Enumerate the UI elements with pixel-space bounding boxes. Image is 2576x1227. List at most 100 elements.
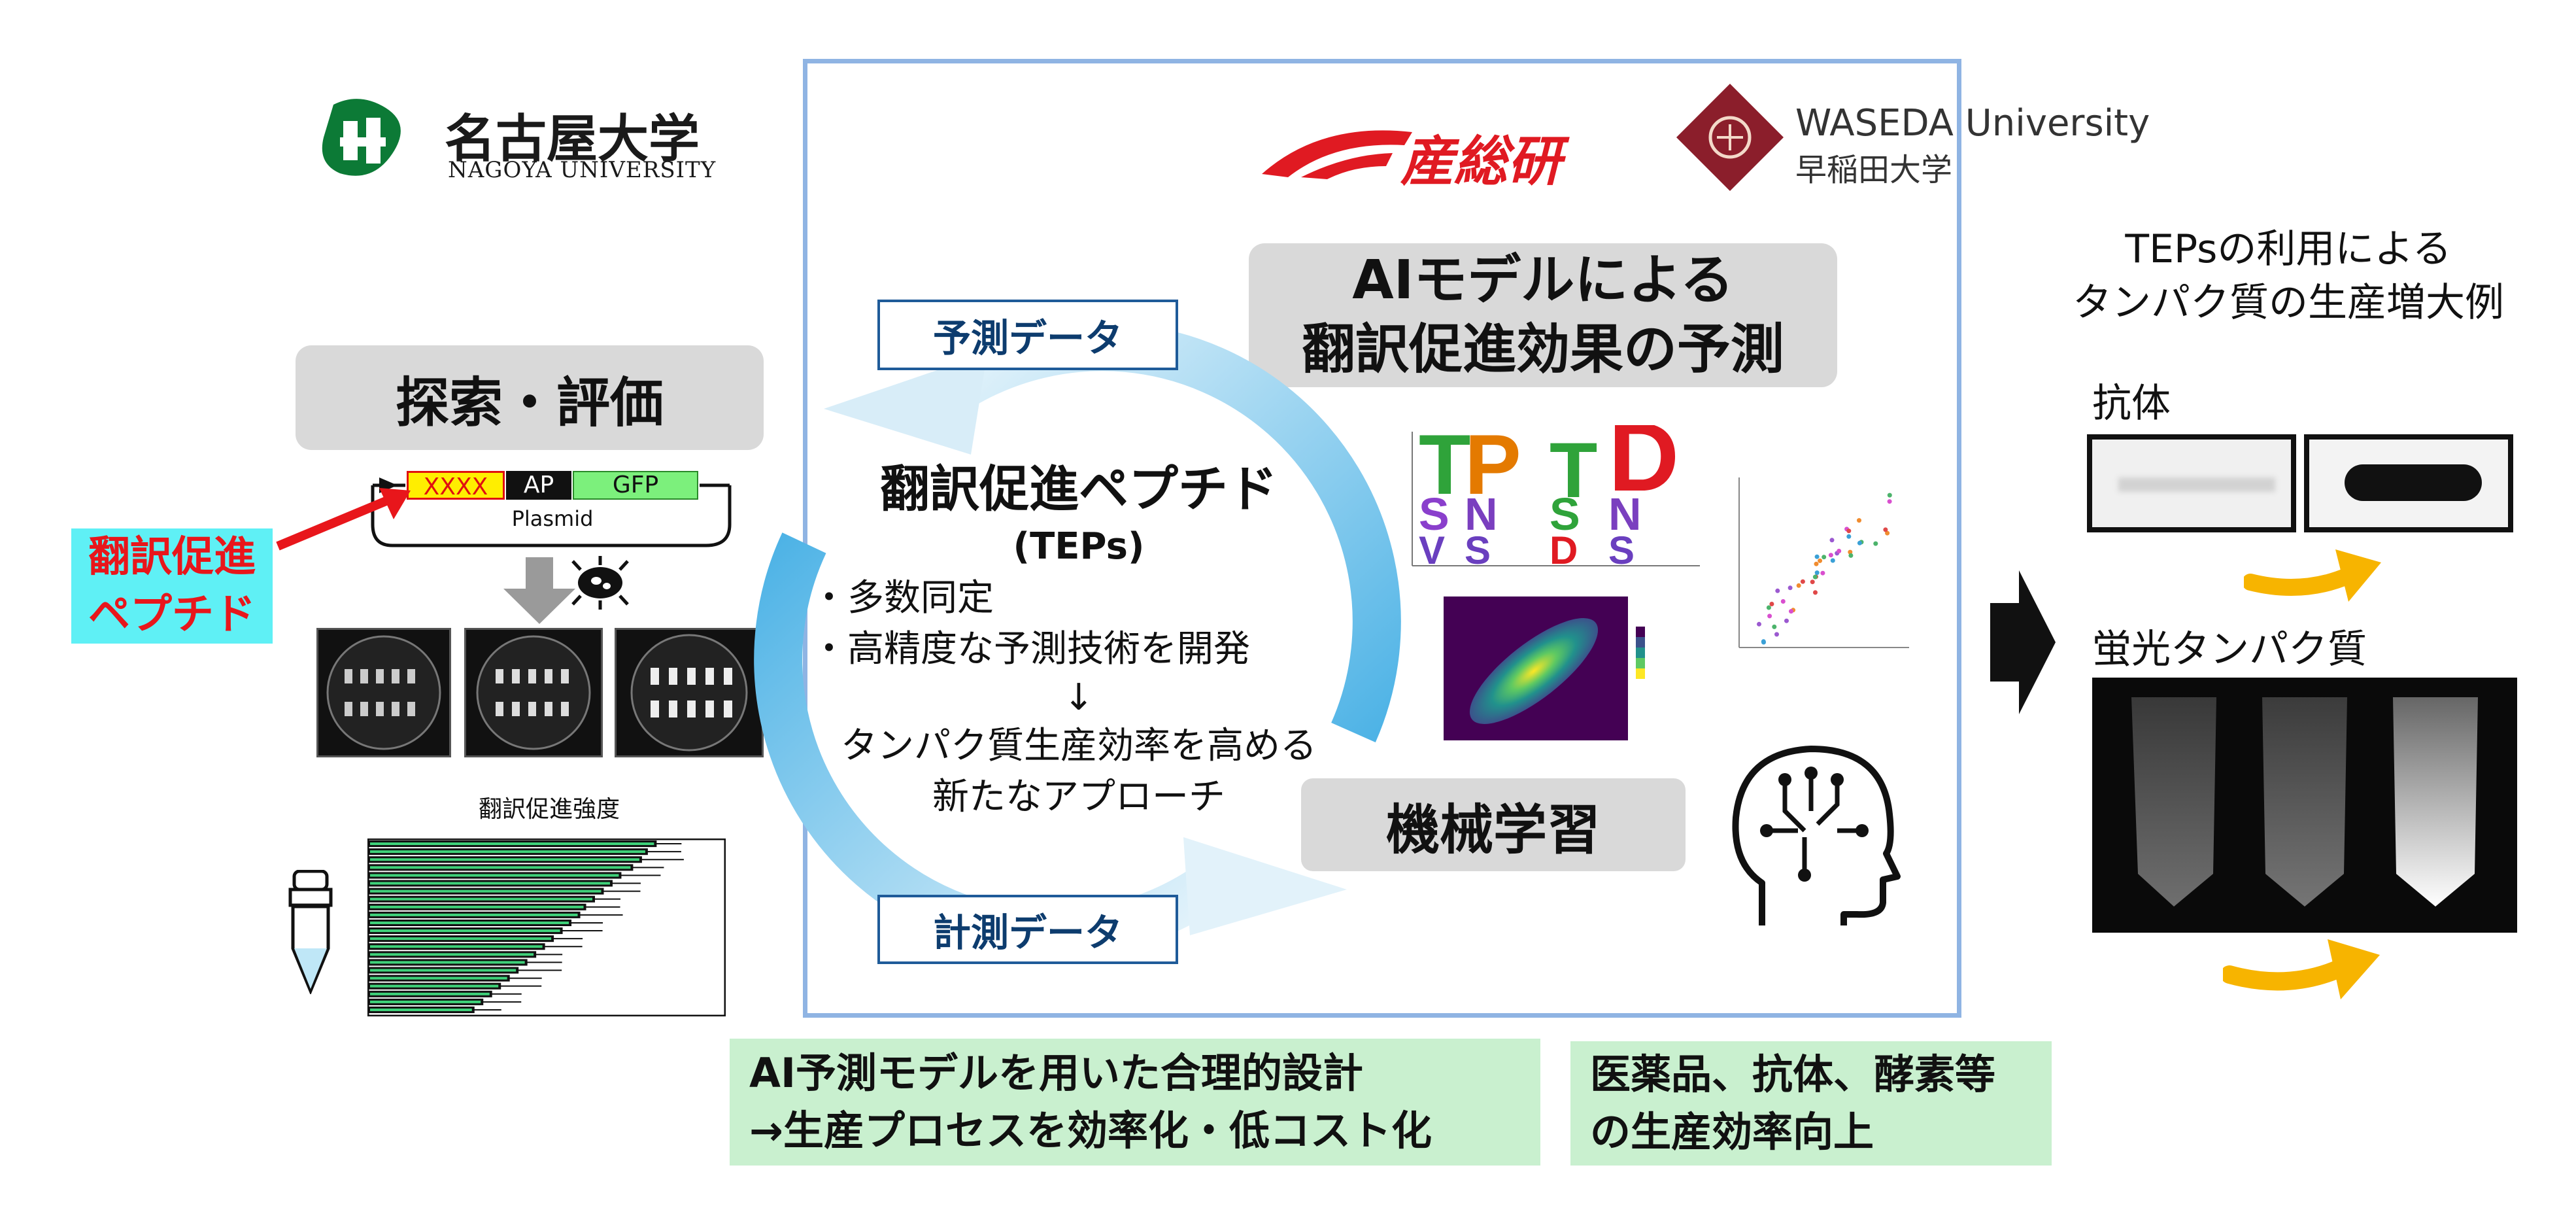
approach-line-2: 新たなアプローチ bbox=[932, 776, 1225, 818]
scatter-dot bbox=[1800, 579, 1805, 584]
ml-title: 機械学習 bbox=[1301, 778, 1686, 871]
nagoya-logo: 名古屋大学 NAGOYA UNIVERSITY bbox=[314, 92, 758, 190]
scatter-dot bbox=[1829, 538, 1835, 543]
scatter-plot-image bbox=[1738, 477, 1909, 648]
teps-bullet-1: ・多数同定 bbox=[811, 577, 994, 619]
teps-title: 翻訳促進ペプチド bbox=[880, 460, 1278, 518]
teps-bullet-2: ・高精度な予測技術を開発 bbox=[811, 628, 1250, 670]
orange-arrow-2-icon bbox=[2223, 939, 2380, 999]
scatter-dot bbox=[1822, 555, 1827, 560]
construct-xxxx: XXXX bbox=[407, 471, 505, 500]
scatter-dot bbox=[1810, 579, 1815, 585]
waseda-logo: WASEDA University 早稲田大学 bbox=[1671, 78, 2150, 196]
benefit-box-design: AI予測モデルを用いた合理的設計 →生産プロセスを効率化・低コスト化 bbox=[730, 1039, 1540, 1166]
gel-image-1 bbox=[316, 628, 451, 757]
nagoya-emblem-icon bbox=[322, 99, 401, 176]
ai-model-title: AIモデルによる 翻訳促進効果の予測 bbox=[1249, 243, 1837, 387]
aist-swoosh-icon bbox=[1262, 130, 1412, 179]
scatter-dot bbox=[1761, 640, 1766, 645]
scatter-dot bbox=[1883, 527, 1888, 532]
bar-stripe-4 bbox=[370, 866, 631, 869]
bar-chart-frame bbox=[367, 838, 726, 1016]
search-eval-title: 探索・評価 bbox=[296, 345, 764, 450]
right-arrow-icon bbox=[1990, 570, 2056, 714]
measurement-data-label: 計測データ bbox=[877, 895, 1178, 964]
bar-stripe-21 bbox=[370, 1000, 481, 1003]
teps-block: 翻訳促進ペプチド (TEPs) ・多数同定 ・高精度な予測技術を開発 ↓ タンパ… bbox=[811, 458, 1347, 823]
down-arrow-icon bbox=[503, 557, 575, 624]
prediction-data-label: 予測データ bbox=[877, 300, 1178, 370]
antibody-label: 抗体 bbox=[2092, 381, 2171, 426]
bar-stripe-6 bbox=[370, 882, 610, 885]
benefit-design-line1: AI予測モデルを用いた合理的設計 bbox=[749, 1049, 1364, 1097]
callout-text: 翻訳促進ペプチド bbox=[71, 528, 273, 644]
scatter-dot bbox=[1857, 540, 1862, 545]
center-frame bbox=[803, 59, 1961, 1018]
logo-letter-10: S bbox=[1465, 528, 1491, 572]
scatter-dot bbox=[1784, 618, 1789, 623]
scatter-dot bbox=[1772, 624, 1777, 629]
ai-brain-head-icon bbox=[1732, 746, 1901, 925]
bar-stripe-7 bbox=[370, 890, 602, 893]
right-title-line1: TEPsの利用による bbox=[2125, 226, 2452, 272]
bar-stripe-2 bbox=[370, 850, 645, 854]
callout-arrow-icon bbox=[276, 488, 411, 551]
gel-image-3 bbox=[615, 628, 764, 757]
teps-down-arrow: ↓ bbox=[1063, 676, 1094, 719]
scatter-dot bbox=[1814, 570, 1820, 576]
scatter-dot bbox=[1813, 590, 1818, 595]
logo-letter-6: N bbox=[1465, 489, 1498, 540]
waseda-name-en: WASEDA University bbox=[1795, 102, 2150, 145]
bar-stripe-3 bbox=[370, 858, 639, 861]
bar-stripe-17 bbox=[370, 969, 517, 972]
western-blot-right bbox=[2304, 434, 2513, 532]
bar-stripe-8 bbox=[370, 897, 593, 901]
logo-letter-8: N bbox=[1608, 489, 1642, 540]
aist-logo: 産総研 bbox=[1262, 115, 1582, 193]
scatter-dot bbox=[1846, 528, 1852, 534]
bar-stripe-5 bbox=[370, 874, 619, 877]
bar-stripe-13 bbox=[370, 937, 552, 941]
tube-icon bbox=[288, 870, 333, 994]
scatter-dot bbox=[1767, 614, 1772, 619]
waseda-emblem-icon bbox=[1676, 84, 1784, 191]
bar-stripe-15 bbox=[370, 953, 534, 956]
scatter-dot bbox=[1885, 530, 1890, 536]
scatter-dot bbox=[1887, 493, 1892, 498]
logo-letter-11: D bbox=[1550, 528, 1578, 572]
scatter-dot bbox=[1774, 632, 1779, 637]
cycle-arrowhead-lower-icon bbox=[1183, 837, 1347, 935]
logo-letter-12: S bbox=[1608, 528, 1635, 572]
scatter-dot bbox=[1818, 558, 1823, 563]
waseda-name-jp: 早稲田大学 bbox=[1795, 152, 1953, 188]
right-title: TEPsの利用による タンパク質の生産増大例 bbox=[2053, 222, 2524, 330]
benefit-production-line2: の生産効率向上 bbox=[1590, 1108, 1874, 1156]
scatter-dot bbox=[1757, 621, 1761, 627]
construct-gfp: GFP bbox=[573, 471, 698, 500]
logo-letter-9: V bbox=[1419, 528, 1445, 572]
scatter-dot bbox=[1828, 553, 1833, 558]
scatter-dot bbox=[1887, 499, 1892, 504]
bar-stripe-22 bbox=[370, 1008, 472, 1011]
ai-title-line1: AIモデルによる bbox=[1352, 249, 1734, 311]
scatter-dot bbox=[1814, 554, 1820, 559]
bar-stripe-16 bbox=[370, 961, 525, 964]
logo-letter-1: T bbox=[1419, 425, 1470, 512]
scatter-dot bbox=[1788, 585, 1793, 591]
logo-letter-3: T bbox=[1550, 426, 1597, 514]
scatter-dot bbox=[1780, 599, 1786, 604]
scatter-dot bbox=[1814, 561, 1819, 566]
fluor-label: 蛍光タンパク質 bbox=[2092, 627, 2367, 672]
scatter-dot bbox=[1830, 558, 1835, 563]
callout-label: 翻訳促進ペプチド bbox=[71, 528, 273, 644]
gel-image-2 bbox=[464, 628, 603, 757]
orange-arrow-1-icon bbox=[2244, 549, 2381, 602]
scatter-dot bbox=[1789, 609, 1793, 614]
benefit-box-production: 医薬品、抗体、酵素等 の生産効率向上 bbox=[1570, 1041, 2052, 1166]
scatter-dot bbox=[1820, 570, 1825, 576]
scatter-dot bbox=[1766, 605, 1771, 610]
scatter-dot bbox=[1796, 583, 1801, 588]
logo-letter-5: S bbox=[1419, 489, 1449, 540]
nagoya-name-jp: 名古屋大学 bbox=[445, 109, 700, 169]
approach-line-1: タンパク質生産効率を高める bbox=[841, 725, 1317, 767]
